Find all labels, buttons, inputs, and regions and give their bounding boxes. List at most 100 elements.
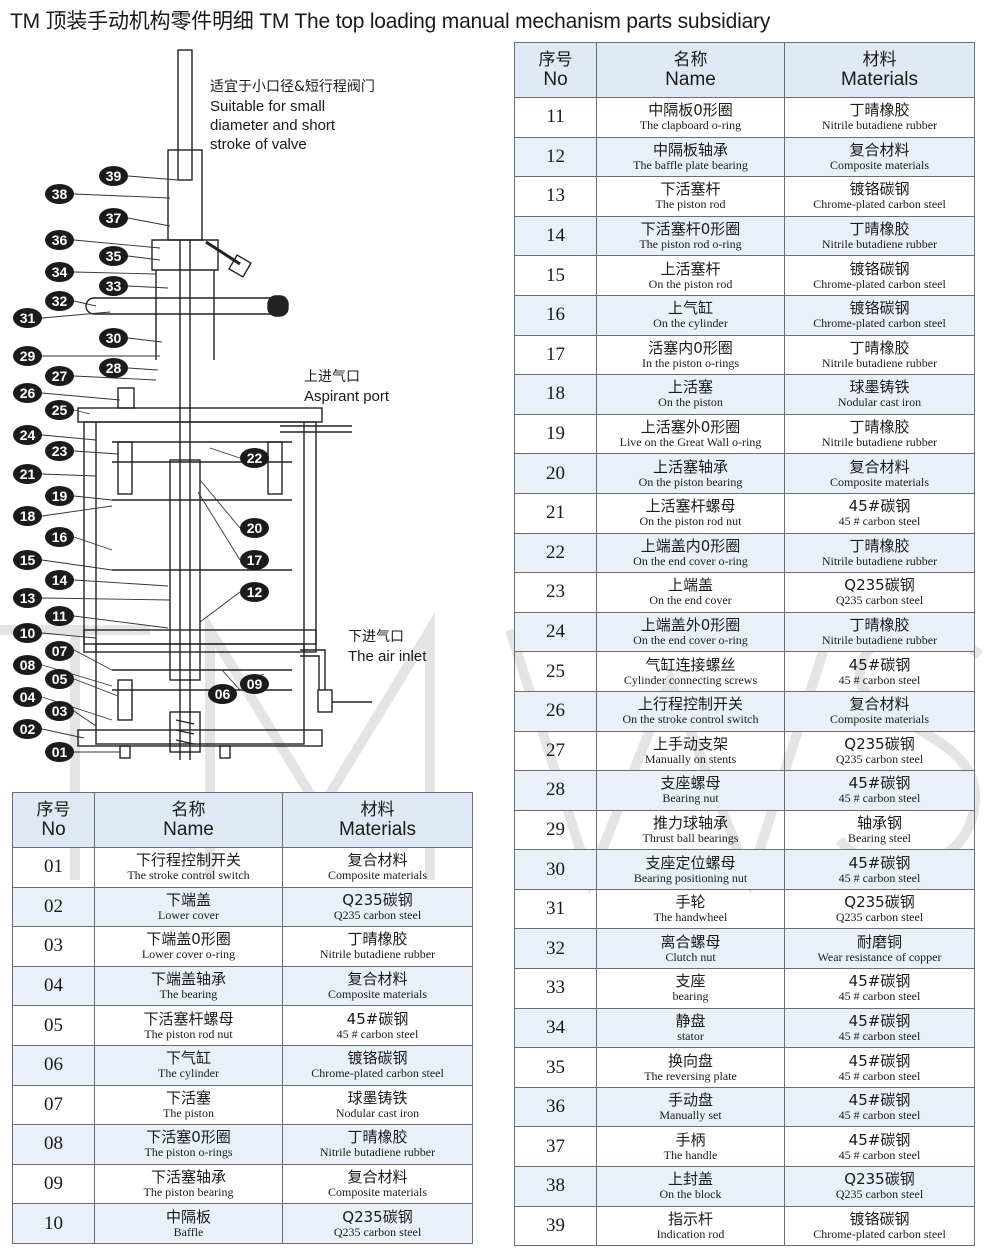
part-name-zh: 手动盘 (667, 1091, 713, 1110)
part-material-en: 45 # carbon steel (838, 1108, 921, 1123)
part-number: 07 (12, 1084, 95, 1126)
part-material-zh: Q235碳钢 (342, 1207, 413, 1226)
part-number: 21 (514, 492, 597, 534)
part-material-en: 45 # carbon steel (838, 989, 921, 1004)
part-name-zh: 手轮 (675, 893, 706, 912)
part-material-zh: 45#碳钢 (848, 1011, 911, 1030)
part-name-zh: 上手动支架 (652, 734, 728, 753)
part-name-zh: 上活塞杆 (660, 259, 721, 278)
callout-39: 39 (99, 166, 128, 186)
callout-38: 38 (45, 184, 74, 204)
part-number: 19 (514, 413, 597, 455)
part-material-en: Nitrile butadiene rubber (821, 435, 938, 450)
part-number: 24 (514, 611, 597, 653)
part-material-en: Nitrile butadiene rubber (821, 633, 938, 648)
part-name-zh: 下端盖轴承 (150, 970, 226, 989)
page-title: TM 顶装手动机构零件明细 TM The top loading manual … (10, 10, 771, 33)
part-name-en: In the piston o-rings (642, 355, 739, 370)
part-name-en: Live on the Great Wall o-ring (619, 435, 762, 450)
callout-13: 13 (13, 588, 42, 608)
part-name-zh: 下端盖0形圈 (146, 930, 231, 949)
drawing-graphic (41, 49, 372, 760)
part-name-en: Lower cover (158, 907, 219, 922)
part-material-zh: 复合材料 (849, 457, 910, 476)
part-material-en: Composite materials (830, 474, 929, 489)
callout-02: 02 (13, 719, 42, 739)
callout-07: 07 (45, 641, 74, 661)
callout-12: 12 (240, 582, 269, 602)
part-name-en: On the cylinder (653, 316, 728, 331)
part-name-zh: 下活塞0形圈 (146, 1128, 231, 1147)
part-material-en: Bearing steel (848, 830, 911, 845)
part-material-zh: 45#碳钢 (848, 497, 911, 516)
part-number: 39 (514, 1205, 597, 1247)
part-name-en: The reversing plate (644, 1068, 737, 1083)
part-material-zh: 丁晴橡胶 (849, 101, 910, 120)
note-air-inlet: 下进气口 The air inlet (348, 628, 426, 666)
part-material-en: Nodular cast iron (335, 1105, 420, 1120)
note-air-inlet-en: The air inlet (348, 648, 427, 665)
part-number: 06 (12, 1044, 95, 1086)
part-material-en: 45 # carbon steel (336, 1026, 419, 1041)
part-name-zh: 支座 (675, 972, 706, 991)
part-name-zh: 下活塞轴承 (150, 1168, 226, 1187)
part-material-zh: 45#碳钢 (848, 972, 911, 991)
part-name-en: On the piston rod nut (639, 514, 742, 529)
part-material-en: 45 # carbon steel (838, 791, 921, 806)
part-name-zh: 离合螺母 (660, 932, 721, 951)
part-number: 08 (12, 1124, 95, 1165)
part-material-zh: Q235碳钢 (844, 734, 915, 753)
part-number: 18 (514, 374, 597, 415)
part-material-en: Composite materials (830, 712, 929, 727)
part-number: 32 (514, 928, 597, 970)
part-material-zh: 45#碳钢 (848, 655, 911, 674)
callout-20: 20 (240, 518, 269, 538)
part-material-zh: 复合材料 (849, 695, 910, 714)
part-material-en: Chrome-plated carbon steel (311, 1066, 444, 1081)
part-name-zh: 上活塞轴承 (652, 457, 728, 476)
part-material-zh: Q235碳钢 (844, 893, 915, 912)
part-name-en: On the end cover (649, 593, 732, 608)
part-material-zh: 45#碳钢 (848, 774, 911, 793)
callout-27: 27 (45, 366, 74, 386)
part-name-en: On the piston (658, 395, 723, 410)
part-name-zh: 下活塞杆 (660, 180, 721, 199)
part-number: 17 (514, 334, 597, 376)
part-name-en: Bearing nut (662, 791, 719, 806)
callout-19: 19 (45, 486, 74, 506)
part-name-en: Baffle (173, 1224, 204, 1239)
part-material-zh: 轴承钢 (856, 813, 902, 832)
